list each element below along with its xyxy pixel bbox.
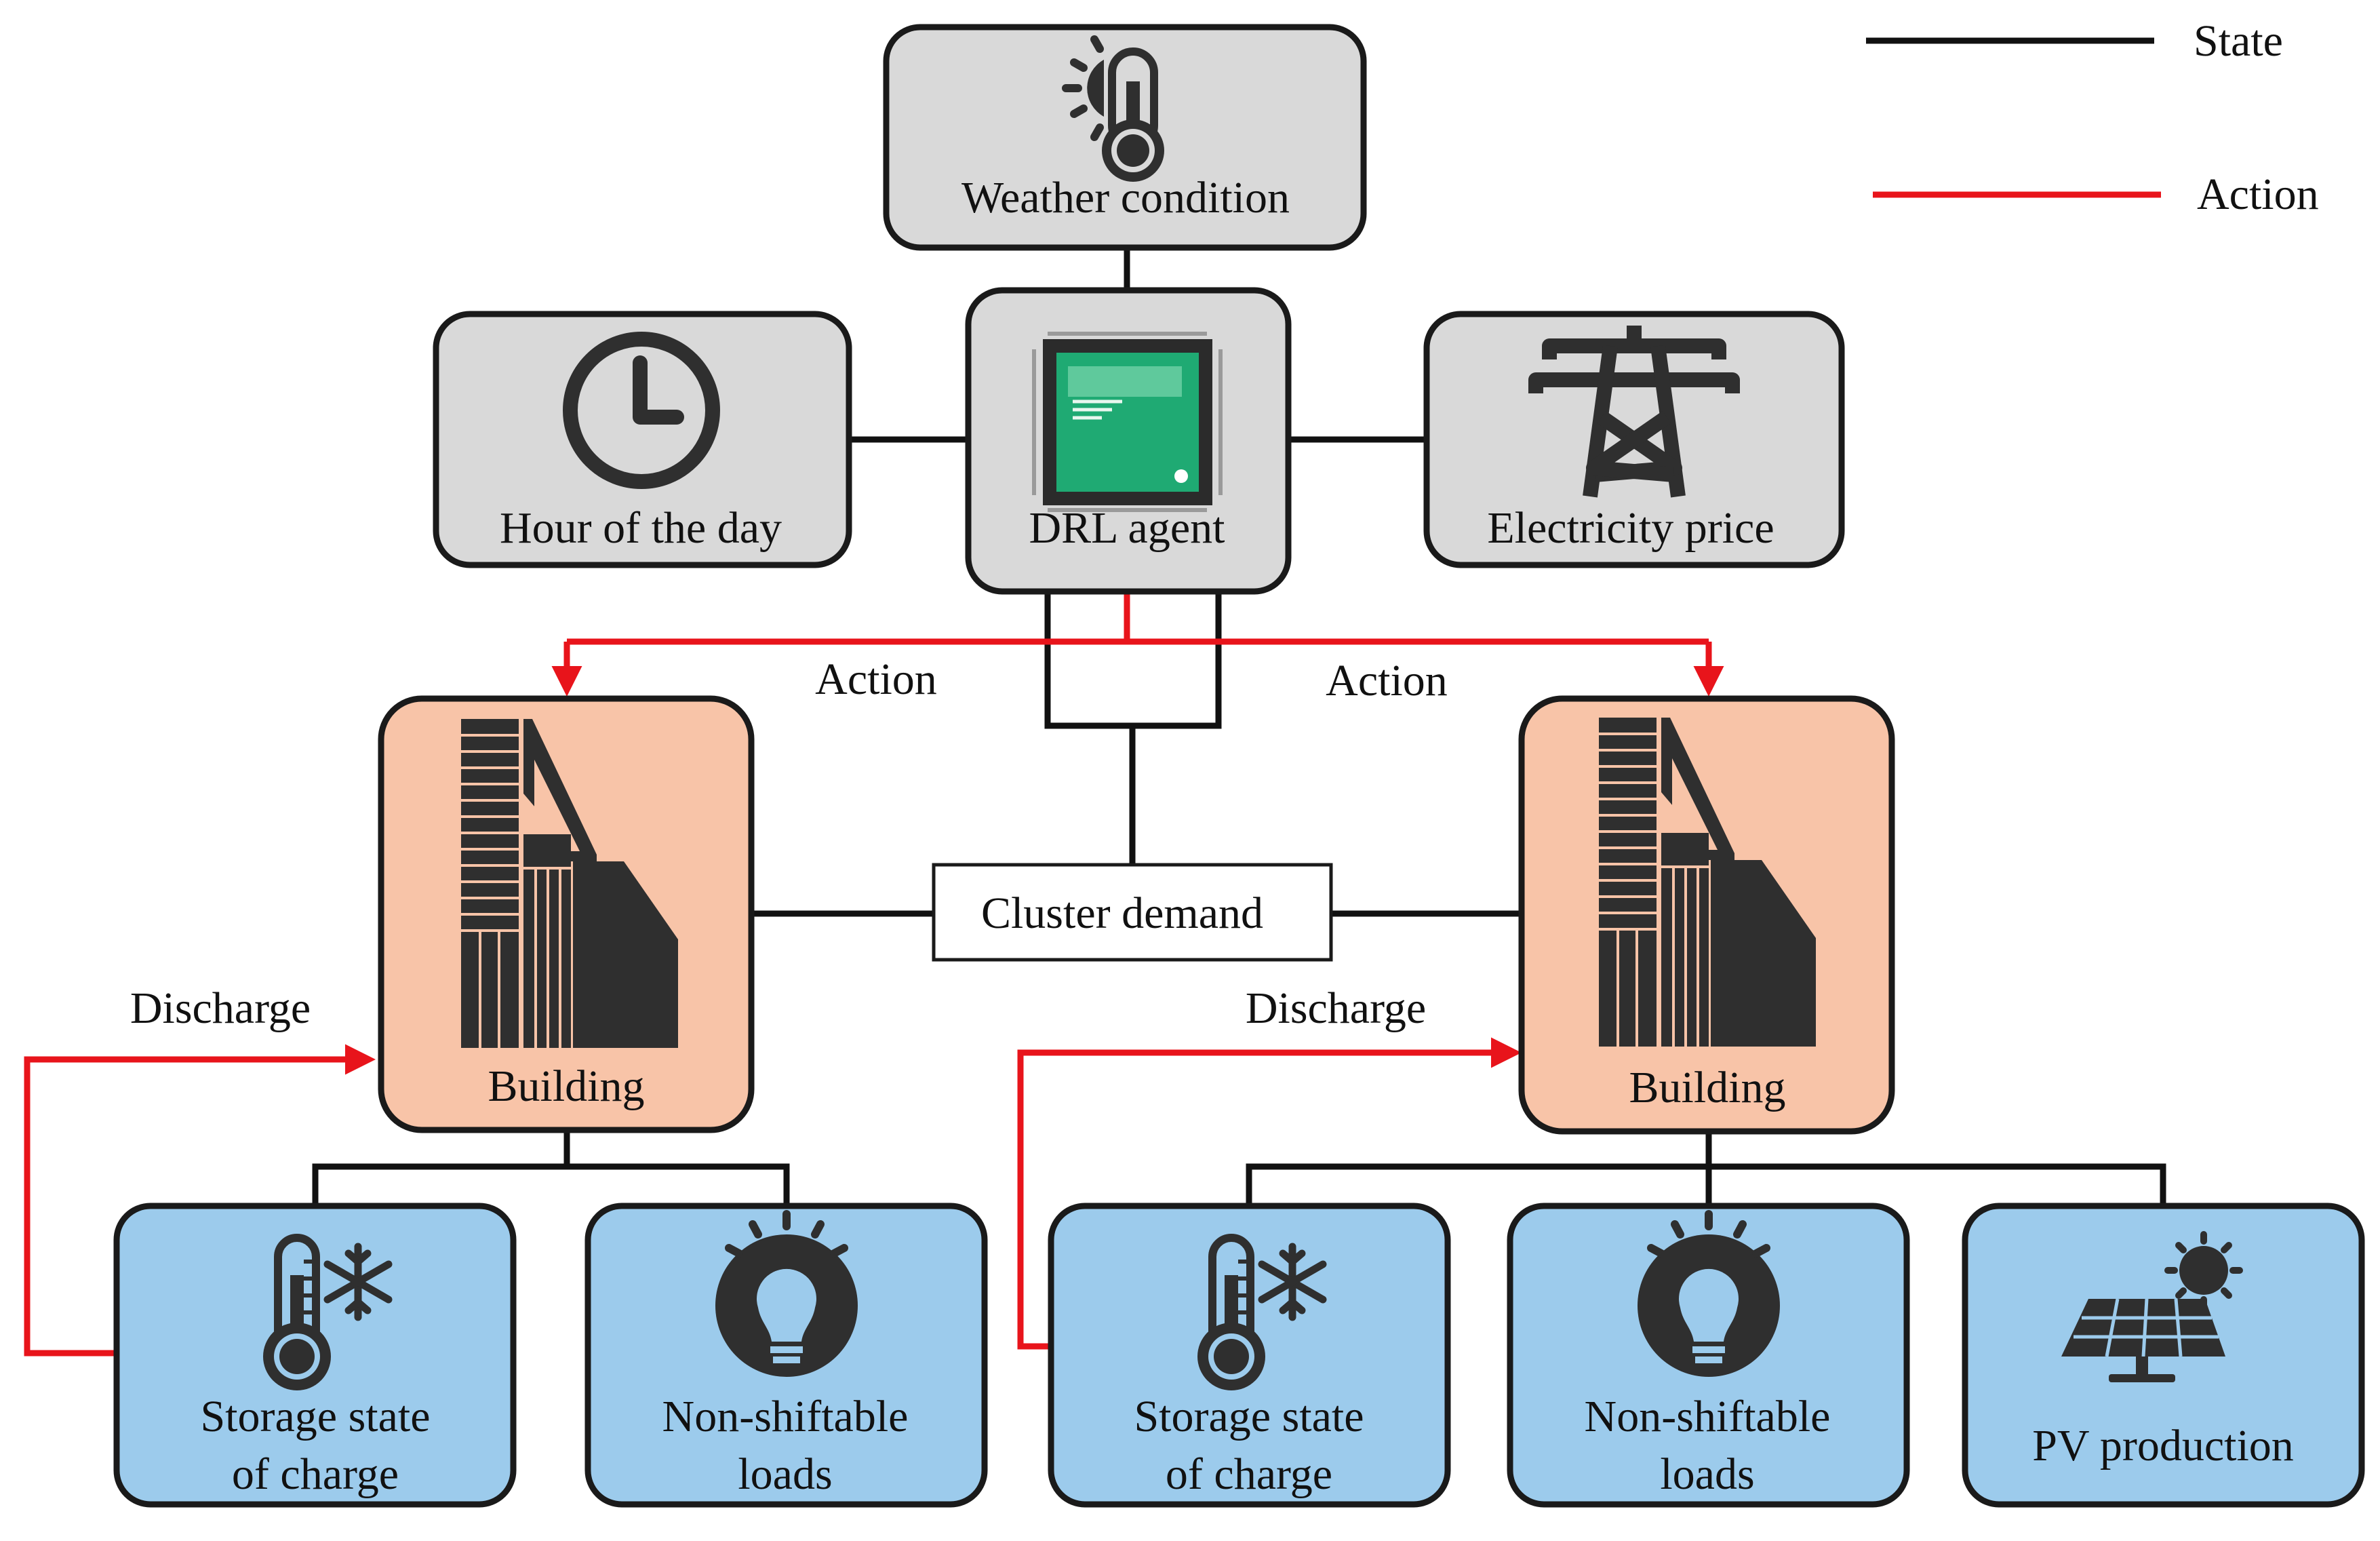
- node-weather-label: Weather condition: [961, 173, 1290, 222]
- node-weather: Weather condition: [883, 24, 1367, 251]
- node-loads-left-label-line1: Non-shiftable: [662, 1392, 909, 1441]
- node-loads-left-label-line2: loads: [738, 1449, 832, 1499]
- node-agent-label: DRL agent: [1029, 503, 1225, 553]
- node-building-left-label: Building: [488, 1061, 644, 1111]
- edge-label-discharge-right: Discharge: [1246, 983, 1426, 1033]
- edge-building-left-children: [312, 1163, 790, 1206]
- node-price-label: Electricity price: [1487, 503, 1774, 553]
- edge-label-discharge-left: Discharge: [130, 983, 311, 1033]
- node-storage-left-label-line1: Storage state: [200, 1392, 430, 1441]
- edge-discharge-left: [24, 1044, 376, 1357]
- node-agent: DRL agent: [965, 287, 1292, 595]
- node-pv-label: PV production: [2032, 1421, 2294, 1470]
- solar-panel-sun-icon: [2061, 1231, 2243, 1382]
- thermometer-snowflake-icon: [1197, 1234, 1327, 1390]
- node-storage-right-label-line2: of charge: [1166, 1449, 1332, 1499]
- node-pv: PV production: [1962, 1203, 2365, 1508]
- node-building-left: Building: [378, 695, 755, 1133]
- state-connections: [312, 248, 2166, 1206]
- building-icon: [461, 719, 678, 1048]
- edge-label-action-left: Action: [815, 655, 937, 704]
- edge-agent-cluster-bracket: [1044, 591, 1222, 729]
- node-loads-left: Non-shiftable loads: [584, 1203, 988, 1508]
- light-bulb-icon: [1638, 1210, 1780, 1377]
- legend-action-label: Action: [2197, 170, 2319, 219]
- node-storage-left-label-line2: of charge: [232, 1449, 399, 1499]
- node-cluster-label: Cluster demand: [981, 889, 1263, 938]
- node-hour: Hour of the day: [433, 311, 852, 568]
- light-bulb-icon: [715, 1210, 858, 1377]
- thermometer-snowflake-icon: [263, 1234, 393, 1390]
- edge-label-action-right: Action: [1326, 656, 1448, 705]
- node-hour-label: Hour of the day: [500, 503, 782, 553]
- weather-thermometer-sun-icon: [1062, 35, 1164, 182]
- building-icon: [1599, 718, 1816, 1047]
- legend-state-label: State: [2194, 16, 2283, 66]
- legend: State Action: [1866, 16, 2319, 219]
- node-cluster-box: [932, 863, 1333, 962]
- node-loads-right: Non-shiftable loads: [1507, 1203, 1910, 1508]
- processor-chip-icon: [1032, 332, 1223, 512]
- node-loads-right-label-line2: loads: [1660, 1449, 1754, 1499]
- node-hour-box: [433, 311, 852, 568]
- edge-discharge-right: [1017, 1037, 1522, 1350]
- node-storage-left: Storage state of charge: [113, 1203, 517, 1508]
- node-building-right: Building: [1518, 695, 1895, 1135]
- node-price: Electricity price: [1423, 311, 1845, 568]
- node-loads-right-label-line1: Non-shiftable: [1585, 1392, 1831, 1441]
- node-storage-right: Storage state of charge: [1048, 1203, 1451, 1508]
- clock-icon: [563, 332, 720, 489]
- action-connections: [24, 591, 1724, 1357]
- node-building-right-label: Building: [1629, 1063, 1785, 1112]
- power-pylon-icon: [1528, 326, 1740, 498]
- node-cluster: Cluster demand: [932, 863, 1333, 962]
- node-storage-right-label-line1: Storage state: [1134, 1392, 1364, 1441]
